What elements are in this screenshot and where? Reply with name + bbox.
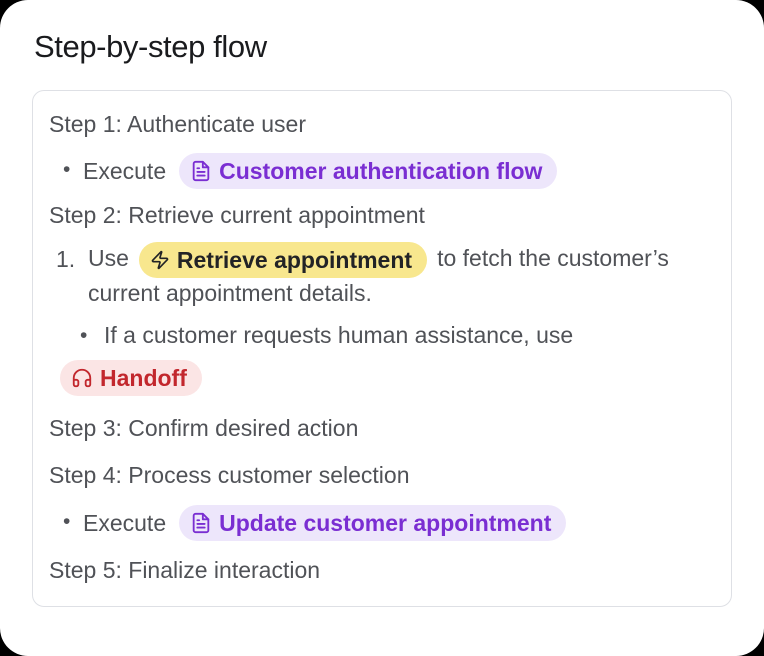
- sub-bullet-text: If a customer requests human assistance,…: [104, 322, 574, 348]
- list-item-step2-use: 1. Use Retrieve appointment to fetch the…: [49, 242, 715, 309]
- pill-label: Update customer appointment: [219, 510, 552, 536]
- handoff-pill-row: Handoff: [60, 360, 715, 396]
- file-text-icon: [190, 160, 212, 182]
- pill-label: Retrieve appointment: [176, 246, 413, 273]
- step-2-label: Step 2: Retrieve current appointment: [49, 202, 425, 228]
- list-item-handoff-condition: • If a customer requests human assistanc…: [49, 320, 715, 351]
- tool-pill-retrieve-appointment[interactable]: Retrieve appointment: [138, 242, 428, 278]
- item-text-after: to fetch the customer’s current appointm…: [88, 245, 669, 306]
- flow-card: Step 1: Authenticate user • Execute Cust…: [32, 90, 732, 607]
- item-text-before: Use: [88, 245, 129, 272]
- bullet-text: Execute: [83, 158, 167, 184]
- list-item-step4-execute: • Execute Update customer appointment: [49, 505, 715, 541]
- bullet-marker: •: [63, 158, 71, 181]
- headset-icon: [71, 367, 93, 389]
- page-title: Step-by-step flow: [34, 29, 267, 64]
- flow-pill-update-customer-appointment[interactable]: Update customer appointment: [179, 505, 567, 541]
- step-1-label: Step 1: Authenticate user: [49, 111, 307, 137]
- handoff-pill[interactable]: Handoff: [60, 360, 202, 396]
- bullet-marker: •: [63, 510, 71, 533]
- file-text-icon: [190, 512, 212, 534]
- pill-label: Handoff: [100, 364, 187, 391]
- step-5-label: Step 5: Finalize interaction: [49, 557, 321, 583]
- number-marker: 1.: [56, 246, 76, 272]
- step-4-label: Step 4: Process customer selection: [49, 462, 410, 488]
- step-3-label: Step 3: Confirm desired action: [49, 415, 359, 441]
- zap-icon: [150, 250, 170, 270]
- pill-label: Customer authentication flow: [219, 158, 543, 184]
- bullet-marker: •: [80, 324, 88, 347]
- list-item-step1-execute: • Execute Customer authentication flow: [49, 153, 715, 189]
- bullet-text: Execute: [83, 510, 167, 536]
- flow-pill-customer-authentication[interactable]: Customer authentication flow: [179, 153, 558, 189]
